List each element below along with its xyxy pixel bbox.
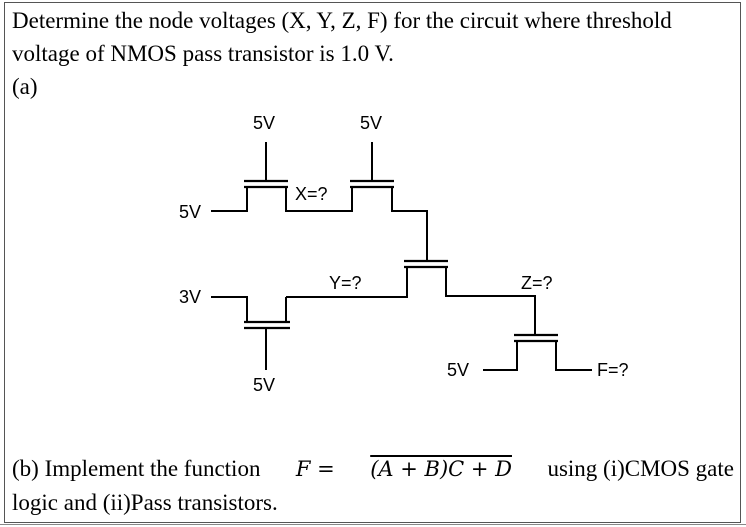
transistor-3 [286,259,536,335]
part-b-line-2: logic and (ii)Pass transistors. [12,490,278,515]
question-frame [4,2,741,523]
function-expression: (A + B)C + D [370,457,512,481]
part-b: (b) Implement the function F = (A + B)C … [12,452,734,520]
node-f-label: F=? [597,360,629,380]
bottom-rule [0,524,746,525]
function-lhs: F = [295,457,335,481]
node-x-label: X=? [295,184,328,204]
question-text: Determine the node voltages (X, Y, Z, F)… [12,4,734,103]
transistor-4 [211,296,290,370]
part-b-suffix: using (i)CMOS gate [547,456,734,481]
transistor-2 [345,142,428,261]
node-y-label: Y=? [329,273,362,293]
gate4-label: 5V [253,375,275,395]
input5-label: 5V [447,360,469,380]
transistor-1 [211,142,345,212]
input2-label: 3V [179,287,201,307]
gate1-label: 5V [253,113,275,133]
question-line-2: voltage of NMOS pass transistor is 1.0 V… [12,41,394,66]
node-z-label: Z=? [521,273,553,293]
part-b-prefix: (b) Implement the function [12,456,261,481]
part-b-line-1: (b) Implement the function F = (A + B)C … [12,452,734,486]
part-a-label: (a) [12,74,38,99]
input1-label: 5V [179,202,201,222]
gate2-label: 5V [360,113,382,133]
question-line-1: Determine the node voltages (X, Y, Z, F)… [12,8,672,33]
transistor-5 [483,333,592,371]
